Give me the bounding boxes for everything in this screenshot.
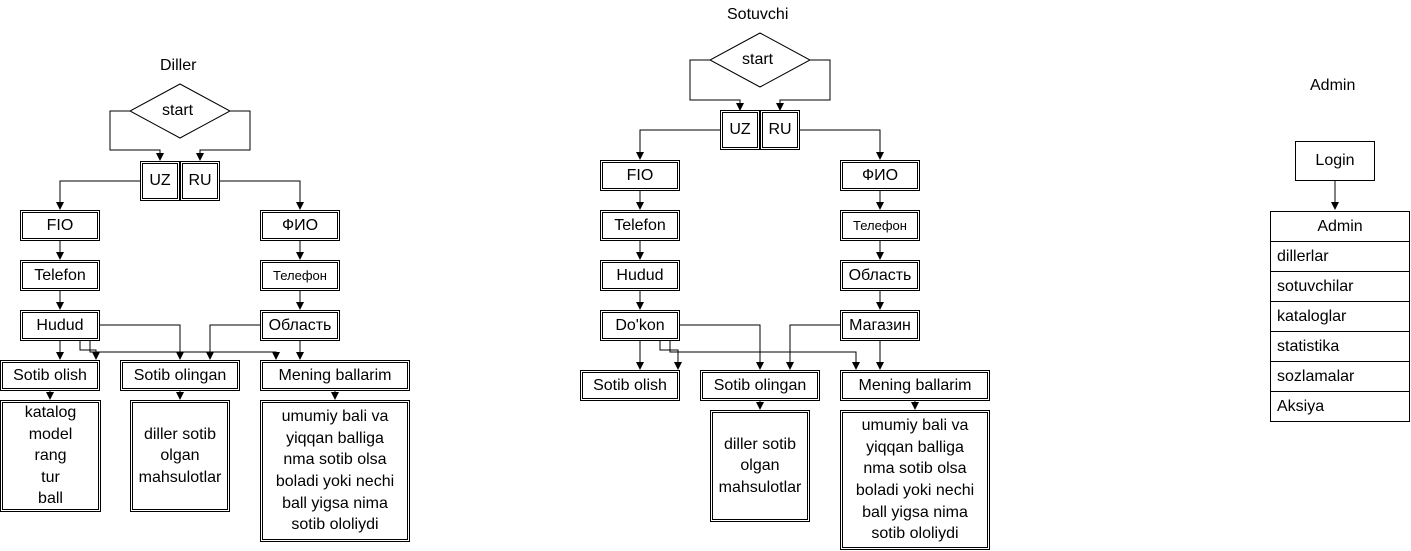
sotuvchi-sotib-olingan-button[interactable]: Sotib olingan bbox=[700, 370, 820, 401]
admin-title: Admin bbox=[1310, 77, 1356, 94]
diller-lang-uz[interactable]: UZ bbox=[140, 161, 180, 201]
diller-hudud-field[interactable]: Hudud bbox=[20, 310, 100, 341]
sotuvchi-hudud-field[interactable]: Hudud bbox=[600, 260, 680, 291]
sotuvchi-telefon-ru-field[interactable]: Телефон bbox=[840, 210, 920, 241]
sotuvchi-ballarim-desc: umumiy bali va yiqqan balliga nma sotib … bbox=[840, 410, 990, 550]
diller-olingan-desc: diller sotib olgan mahsulotlar bbox=[130, 400, 230, 512]
sotuvchi-start-diamond bbox=[708, 32, 812, 88]
sotuvchi-olingan-desc: diller sotib olgan mahsulotlar bbox=[710, 410, 810, 522]
sotuvchi-title: Sotuvchi bbox=[727, 6, 789, 23]
diller-sotib-olingan-button[interactable]: Sotib olingan bbox=[120, 360, 240, 391]
sotuvchi-oblast-ru-field[interactable]: Область bbox=[840, 260, 920, 291]
admin-menu-statistika[interactable]: statistika bbox=[1270, 331, 1410, 362]
diller-start-diamond bbox=[128, 83, 232, 139]
diller-start-label: start bbox=[162, 102, 194, 119]
admin-menu-sotuvchilar[interactable]: sotuvchilar bbox=[1270, 271, 1410, 302]
sotuvchi-sotib-olish-button[interactable]: Sotib olish bbox=[580, 370, 680, 401]
sotuvchi-telefon-field[interactable]: Telefon bbox=[600, 210, 680, 241]
diller-mening-ballarim-button[interactable]: Mening ballarim bbox=[260, 360, 410, 391]
diller-ballarim-desc: umumiy bali va yiqqan balliga nma sotib … bbox=[260, 400, 410, 542]
diller-lang-ru[interactable]: RU bbox=[180, 161, 220, 201]
admin-menu-sozlamalar[interactable]: sozlamalar bbox=[1270, 361, 1410, 392]
sotuvchi-start-label: start bbox=[742, 51, 774, 68]
diller-title: Diller bbox=[160, 57, 197, 74]
admin-menu-kataloglar[interactable]: kataloglar bbox=[1270, 301, 1410, 332]
diller-telefon-field[interactable]: Telefon bbox=[20, 260, 100, 291]
admin-table-header: Admin bbox=[1270, 211, 1410, 242]
sotuvchi-fio-field[interactable]: FIO bbox=[600, 160, 680, 191]
sotuvchi-lang-uz[interactable]: UZ bbox=[720, 110, 760, 150]
sotuvchi-mening-ballarim-button[interactable]: Mening ballarim bbox=[840, 370, 990, 401]
sotuvchi-magazin-ru-field[interactable]: Магазин bbox=[840, 310, 920, 341]
sotuvchi-fio-ru-field[interactable]: ФИО bbox=[840, 160, 920, 191]
diller-sotib-olish-button[interactable]: Sotib olish bbox=[0, 360, 100, 391]
admin-menu-aksiya[interactable]: Aksiya bbox=[1270, 391, 1410, 422]
diller-katalog-list: katalog model rang tur ball bbox=[0, 400, 101, 512]
admin-login-button[interactable]: Login bbox=[1295, 141, 1375, 181]
diller-fio-ru-field[interactable]: ФИО bbox=[260, 210, 340, 241]
admin-menu-dillerlar[interactable]: dillerlar bbox=[1270, 241, 1410, 272]
sotuvchi-lang-ru[interactable]: RU bbox=[760, 110, 800, 150]
diller-fio-field[interactable]: FIO bbox=[20, 210, 100, 241]
diller-oblast-ru-field[interactable]: Область bbox=[260, 310, 340, 341]
sotuvchi-dokon-field[interactable]: Do'kon bbox=[600, 310, 680, 341]
diller-telefon-ru-field[interactable]: Телефон bbox=[260, 260, 340, 291]
